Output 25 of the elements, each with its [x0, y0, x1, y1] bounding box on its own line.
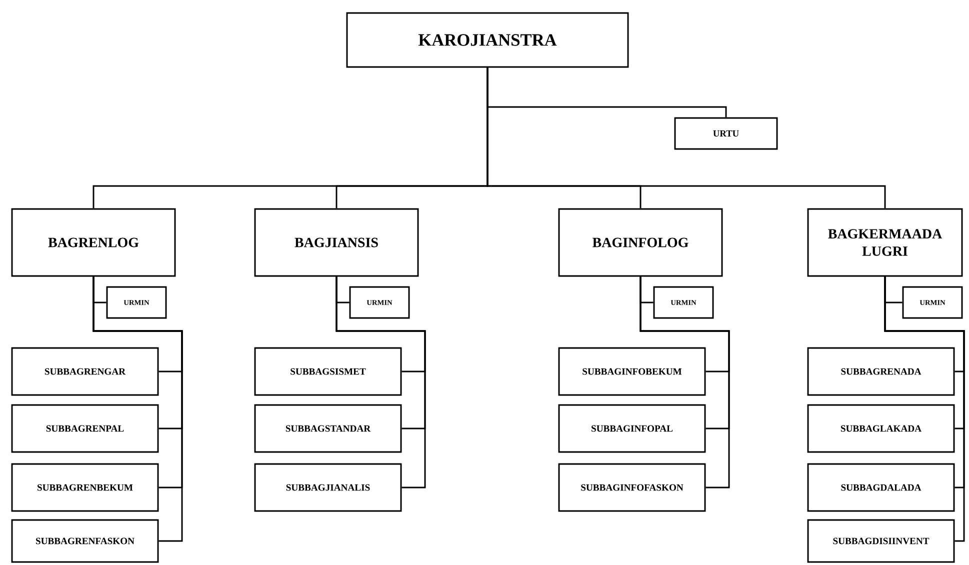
- subdivision-box: SUBBAGINFOBEKUM: [558, 347, 706, 396]
- subdivision-box: SUBBAGRENPAL: [11, 404, 159, 453]
- admin-box: URTU: [674, 117, 778, 150]
- division-box: BAGJIANSIS: [254, 208, 419, 277]
- subdivision-box: SUBBAGRENADA: [807, 347, 955, 396]
- subdivision-box: SUBBAGRENBEKUM: [11, 463, 159, 512]
- subdivision-box: SUBBAGDISIINVENT: [807, 519, 955, 563]
- connector-line: [92, 276, 183, 542]
- subdivision-box: SUBBAGSISMET: [254, 347, 402, 396]
- division-box: BAGKERMAADA LUGRI: [807, 208, 963, 277]
- connector-line: [884, 276, 965, 542]
- subdivision-box: SUBBAGLAKADA: [807, 404, 955, 453]
- subdivision-box: SUBBAGDALADA: [807, 463, 955, 512]
- subdivision-box: SUBBAGJIANALIS: [254, 463, 402, 512]
- subdivision-box: SUBBAGINFOFASKON: [558, 463, 706, 512]
- subdivision-box: SUBBAGINFOPAL: [558, 404, 706, 453]
- subdivision-box: SUBBAGSTANDAR: [254, 404, 402, 453]
- division-box: BAGRENLOG: [11, 208, 176, 277]
- head-box: KAROJIANSTRA: [346, 12, 629, 68]
- subdivision-box: SUBBAGRENGAR: [11, 347, 159, 396]
- connector-line: [640, 276, 730, 488]
- connector-line: [336, 276, 426, 488]
- division-box: BAGINFOLOG: [558, 208, 723, 277]
- connector-line: [486, 68, 886, 208]
- subdivision-box: SUBBAGRENFASKON: [11, 519, 159, 563]
